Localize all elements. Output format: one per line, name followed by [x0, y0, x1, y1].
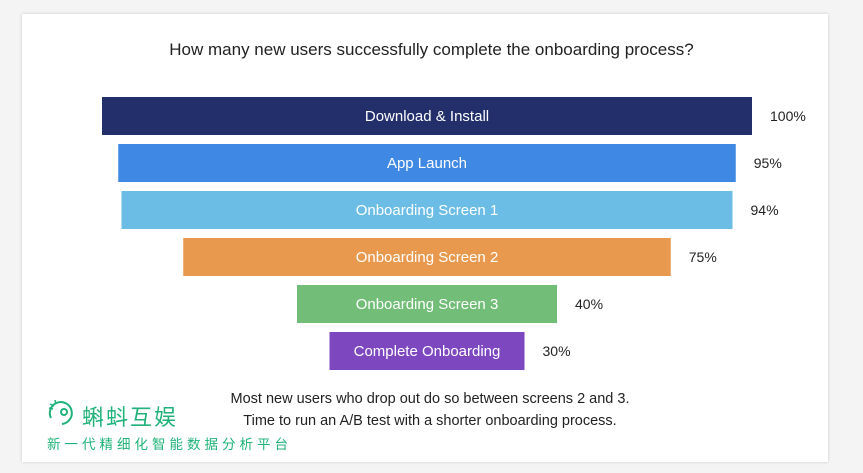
- funnel-bar-label-6: Complete Onboarding: [354, 343, 501, 360]
- funnel-value-label-1: 100%: [770, 108, 806, 124]
- funnel-bar-1: [102, 97, 752, 135]
- funnel-value-label-2: 95%: [754, 155, 782, 171]
- funnel-bar-label-4: Onboarding Screen 2: [356, 249, 499, 266]
- caption-line-2: Time to run an A/B test with a shorter o…: [243, 413, 617, 429]
- funnel-bar-4: [183, 238, 671, 276]
- watermark-slogan: 新一代精细化智能数据分析平台: [47, 437, 292, 453]
- chart-title: How many new users successfully complete…: [169, 40, 694, 59]
- funnel-value-label-5: 40%: [575, 296, 603, 312]
- funnel-value-label-3: 94%: [751, 202, 779, 218]
- caption-line-1: Most new users who drop out do so betwee…: [230, 391, 630, 407]
- funnel-bar-label-5: Onboarding Screen 3: [356, 296, 499, 313]
- funnel-bar-5: [297, 285, 557, 323]
- funnel-bar-label-2: App Launch: [387, 155, 467, 172]
- tadpole-logo-icon: [48, 399, 73, 425]
- funnel-bar-6: [329, 332, 525, 370]
- funnel-bar-2: [118, 144, 736, 182]
- funnel-value-label-6: 30%: [543, 343, 571, 359]
- funnel-bar-label-3: Onboarding Screen 1: [356, 202, 499, 219]
- funnel-bar-label-1: Download & Install: [365, 108, 489, 125]
- funnel-bar-3: [121, 191, 733, 229]
- watermark-brand-name: 蝌蚪互娱: [82, 406, 179, 431]
- funnel-value-label-4: 75%: [689, 249, 717, 265]
